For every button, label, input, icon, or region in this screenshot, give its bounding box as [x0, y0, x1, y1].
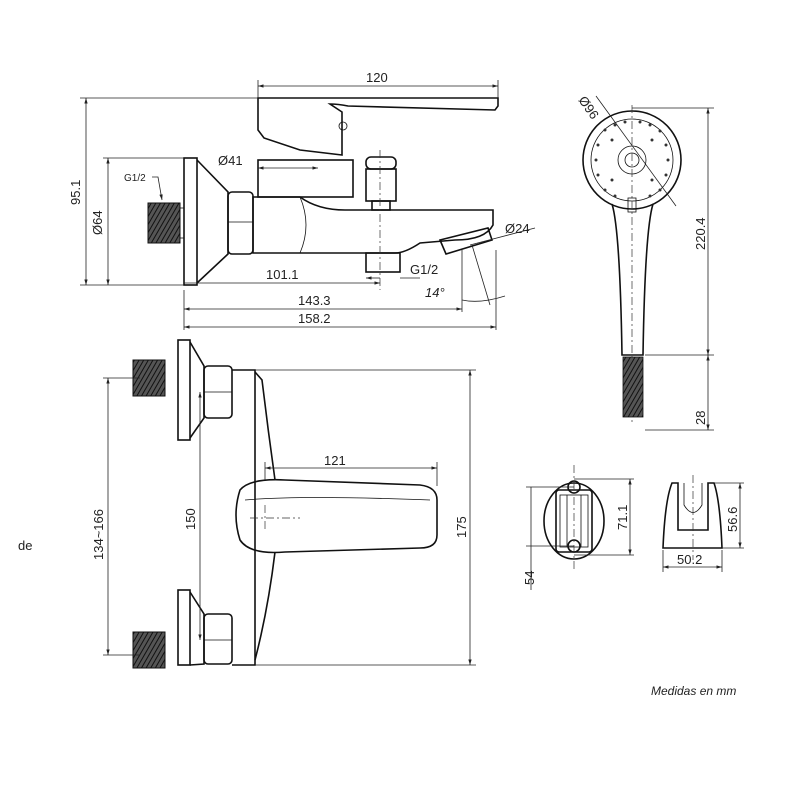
inlet-thread: [147, 202, 181, 244]
dim-95-1: 95.1: [68, 180, 83, 205]
spout-nozzle: [438, 227, 494, 255]
dim-50-2: 50.2: [677, 552, 702, 567]
bottom-outlet: [365, 252, 401, 273]
dimensions-front-view: 134~166 150 121 175: [91, 369, 476, 666]
holder-front-view: [543, 465, 605, 570]
dim-158-2: 158.2: [298, 311, 331, 326]
dimensions-holder: 54 71.1 56.6 50.2: [522, 478, 744, 590]
units-note: Medidas en mm: [651, 684, 737, 698]
label-outlet-g12: G1/2: [410, 262, 438, 277]
lever-handle: [257, 97, 499, 156]
holder-side-view: [662, 475, 723, 560]
dimensions-side-view: 120 95.1 Ø64 G1/2 Ø41 Ø24 101.1 G1/2 14°…: [68, 70, 536, 330]
dim-175: 175: [454, 516, 469, 538]
label-inlet-g12: G1/2: [124, 173, 146, 184]
hose: [622, 356, 644, 418]
mixer-side-view: [147, 97, 499, 290]
mixer-body: [252, 196, 494, 254]
dim-150: 150: [183, 508, 198, 530]
dimensions-hand-shower: Ø96 220.4 28: [576, 93, 714, 431]
hand-shower: [582, 105, 682, 425]
dim-14-deg: 14°: [425, 285, 445, 300]
dim-121: 121: [324, 453, 346, 468]
diverter-knob: [365, 156, 397, 211]
mixer-front-view: [132, 339, 438, 669]
front-body: [232, 369, 256, 666]
dim-220-4: 220.4: [693, 217, 708, 250]
side-text: de: [18, 538, 33, 553]
dim-71-1: 71.1: [615, 505, 630, 530]
dim-56-6: 56.6: [725, 507, 740, 532]
dim-d96: Ø96: [576, 93, 602, 122]
dim-120: 120: [366, 70, 388, 85]
dim-d64: Ø64: [90, 210, 105, 235]
dim-54: 54: [522, 571, 537, 585]
hex-nut: [227, 191, 254, 255]
dim-134-166: 134~166: [91, 509, 106, 560]
dim-143-3: 143.3: [298, 293, 331, 308]
dim-28: 28: [693, 411, 708, 425]
front-lever: [235, 478, 438, 554]
wall-flange: [183, 157, 198, 286]
dim-d24: Ø24: [505, 221, 530, 236]
dim-d41: Ø41: [218, 153, 243, 168]
dim-101-1: 101.1: [266, 267, 299, 282]
